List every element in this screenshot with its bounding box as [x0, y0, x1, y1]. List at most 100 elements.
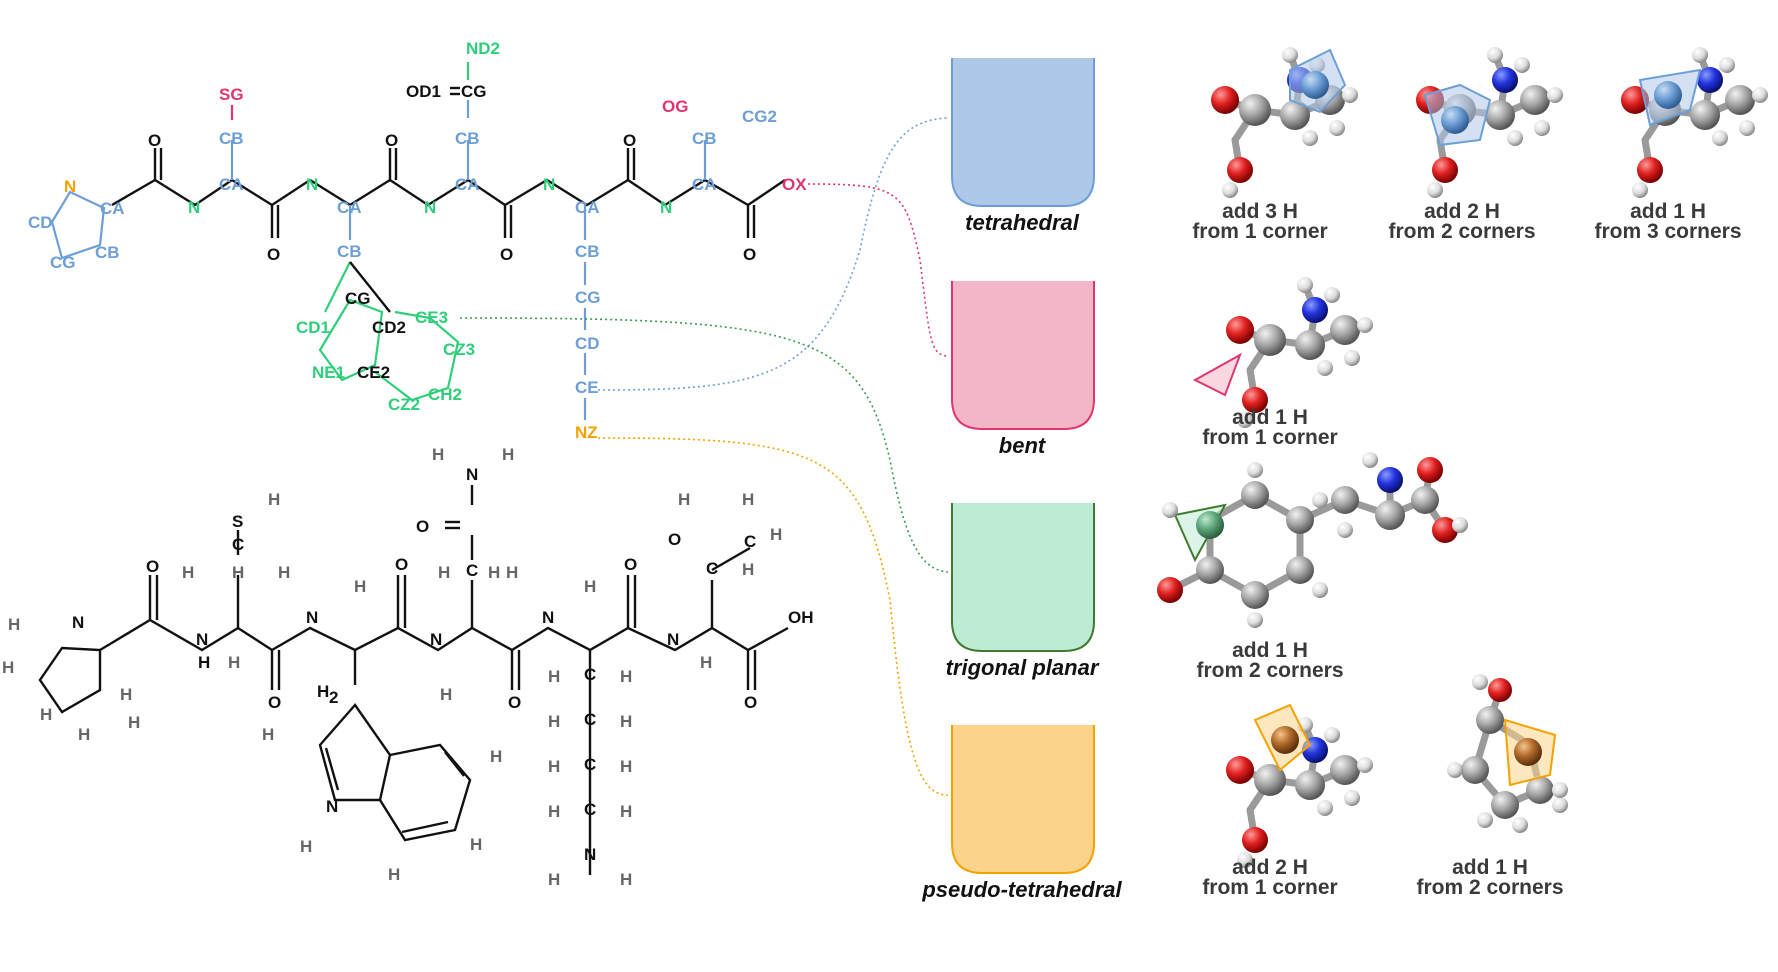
- lys-nz-label: NZ: [575, 423, 598, 442]
- full-lys-h2: H: [620, 870, 632, 889]
- full-thr-o: O: [744, 693, 757, 712]
- atom-sphere: [1654, 81, 1682, 109]
- geometry-name: trigonal planar: [946, 655, 1100, 680]
- caption-t1-line2: from 1 corner: [1192, 220, 1327, 243]
- atom-sphere: [1196, 556, 1224, 584]
- pro-ca-label: CA: [100, 199, 125, 218]
- bin-shape: [951, 58, 1095, 207]
- trp-n-label: N: [306, 175, 318, 194]
- full-thr-oh: OH: [788, 608, 814, 627]
- full-lys-c3: C: [584, 755, 596, 774]
- atom-sphere: [1331, 486, 1359, 514]
- geometry-bin: tetrahedral: [951, 58, 1095, 235]
- full-cys-s: S: [232, 512, 243, 531]
- trp-cd2-label: CD2: [372, 318, 406, 337]
- atom-sphere: [1162, 502, 1178, 518]
- atom-sphere: [1476, 706, 1504, 734]
- geometry-bin: trigonal planar: [946, 503, 1100, 680]
- full-thr-c: C: [706, 559, 718, 578]
- full-lys-c4: C: [584, 800, 596, 819]
- thr-cb-label: CB: [692, 129, 717, 148]
- caption-t2-line2: from 2 corners: [1388, 220, 1535, 243]
- atom-sphere: [1329, 120, 1345, 136]
- full-lys-h1: H: [548, 870, 560, 889]
- atom-sphere: [1362, 452, 1378, 468]
- lys-cg-label: CG: [575, 288, 601, 307]
- full-trp-h2sub: 2: [329, 688, 338, 707]
- trp-cd1-label: CD1: [296, 318, 330, 337]
- atom-sphere: [1312, 582, 1328, 598]
- atom-sphere: [1342, 87, 1358, 103]
- atom-sphere: [1690, 100, 1720, 130]
- full-hydrogen-label: H: [584, 577, 596, 596]
- atom-sphere: [1752, 87, 1768, 103]
- full-hydrogen-label: H: [770, 525, 782, 544]
- atom-sphere: [1237, 852, 1253, 868]
- atom-sphere: [1472, 674, 1488, 690]
- bin-shape: [951, 281, 1095, 430]
- atom-sphere: [1330, 315, 1360, 345]
- full-thr-cg2: C: [744, 532, 756, 551]
- atom-sphere: [1226, 316, 1254, 344]
- full-hydrogen-label: H: [128, 713, 140, 732]
- thr-n-label: N: [660, 198, 672, 217]
- atom-sphere: [1447, 762, 1463, 778]
- atom-sphere: [1357, 317, 1373, 333]
- pro-cg-label: CG: [50, 253, 76, 272]
- full-cys-c: C: [232, 535, 244, 554]
- full-trp-h2: H: [317, 682, 329, 701]
- thr-ox-label: OX: [782, 175, 807, 194]
- full-pro-o: O: [146, 557, 159, 576]
- full-thr-oh-h: H: [678, 490, 690, 509]
- atom-sphere: [1282, 47, 1298, 63]
- full-hydrogen-label: H: [278, 563, 290, 582]
- pro-n-label: N: [64, 177, 76, 196]
- atom-sphere: [1491, 791, 1519, 819]
- full-hydrogen-label: H: [742, 490, 754, 509]
- caption-t1-line1: add 3 H: [1222, 200, 1298, 223]
- asn-nd2-label: ND2: [466, 39, 500, 58]
- cys-n-label: N: [188, 198, 200, 217]
- full-hydrogen-label: H: [78, 725, 90, 744]
- trp-ca-label: CA: [337, 198, 362, 217]
- full-hydrogen-label: H: [620, 757, 632, 776]
- caption-t3-line1: add 1 H: [1630, 200, 1706, 223]
- atom-sphere: [1241, 481, 1269, 509]
- pro-o-label: O: [148, 131, 161, 150]
- asn-od1-label: OD1: [406, 82, 441, 101]
- caption-tp1-line2: from 2 corners: [1196, 659, 1343, 682]
- bin-shape: [951, 503, 1095, 652]
- geometry-bin: bent: [951, 281, 1095, 458]
- atom-sphere: [1286, 556, 1314, 584]
- atom-sphere: [1452, 517, 1468, 533]
- asn-cg-label: CG: [461, 82, 487, 101]
- molecule: [1447, 674, 1568, 833]
- molecule: [1157, 452, 1468, 628]
- atom-sphere: [1357, 757, 1373, 773]
- full-cys-hn: H: [198, 653, 210, 672]
- full-trp-indole-h: H: [300, 837, 312, 856]
- atom-sphere: [1492, 67, 1518, 93]
- full-structure-bonds: [38, 485, 789, 875]
- atom-sphere: [1247, 612, 1263, 628]
- full-thr-n: N: [667, 630, 679, 649]
- atom-sphere: [1461, 756, 1489, 784]
- atom-sphere: [1477, 812, 1493, 828]
- full-hydrogen-label: H: [388, 865, 400, 884]
- atom-sphere: [1302, 130, 1318, 146]
- atom-sphere: [1344, 350, 1360, 366]
- caption-tp1-line1: add 1 H: [1232, 639, 1308, 662]
- caption-p2-line2: from 2 corners: [1416, 876, 1563, 899]
- full-asn-nd2: N: [466, 465, 478, 484]
- geometry-polygon: [1192, 352, 1242, 397]
- cys-cb-label: CB: [219, 129, 244, 148]
- asn-cb-label: CB: [455, 129, 480, 148]
- atom-sphere: [1547, 87, 1563, 103]
- asn-ca-label: CA: [455, 175, 480, 194]
- asn-o-label: O: [500, 245, 513, 264]
- full-thr-og: O: [668, 530, 681, 549]
- full-cys-n: N: [196, 630, 208, 649]
- thr-og-label: OG: [662, 97, 688, 116]
- full-hydrogen-label: H: [40, 705, 52, 724]
